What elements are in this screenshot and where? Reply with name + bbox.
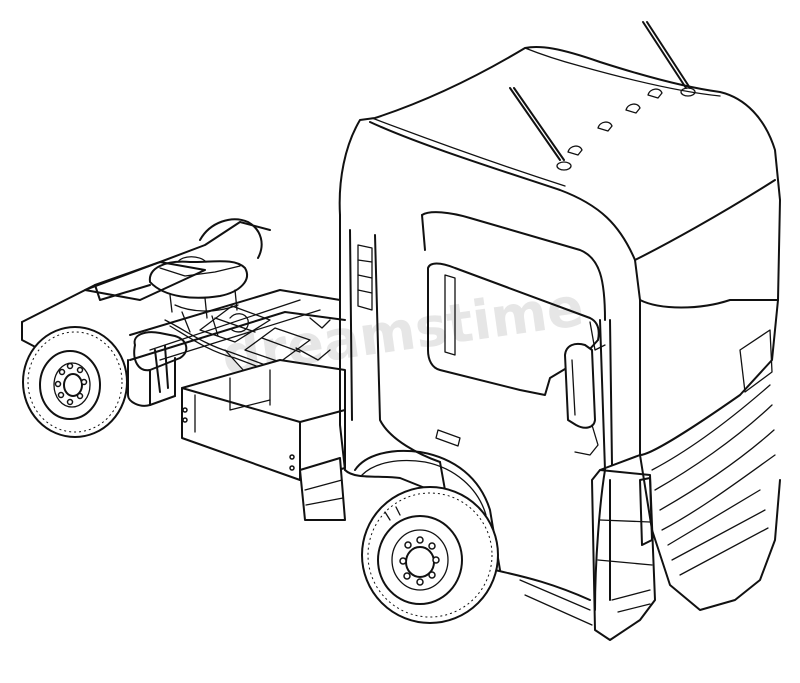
rear-wheel xyxy=(22,326,128,438)
rear-air-suspension xyxy=(127,331,188,407)
fifth-wheel-coupling xyxy=(148,256,249,337)
fuel-tank xyxy=(181,359,346,481)
truck-cab xyxy=(338,21,781,641)
step-box xyxy=(299,457,346,521)
front-wheel xyxy=(354,449,501,624)
